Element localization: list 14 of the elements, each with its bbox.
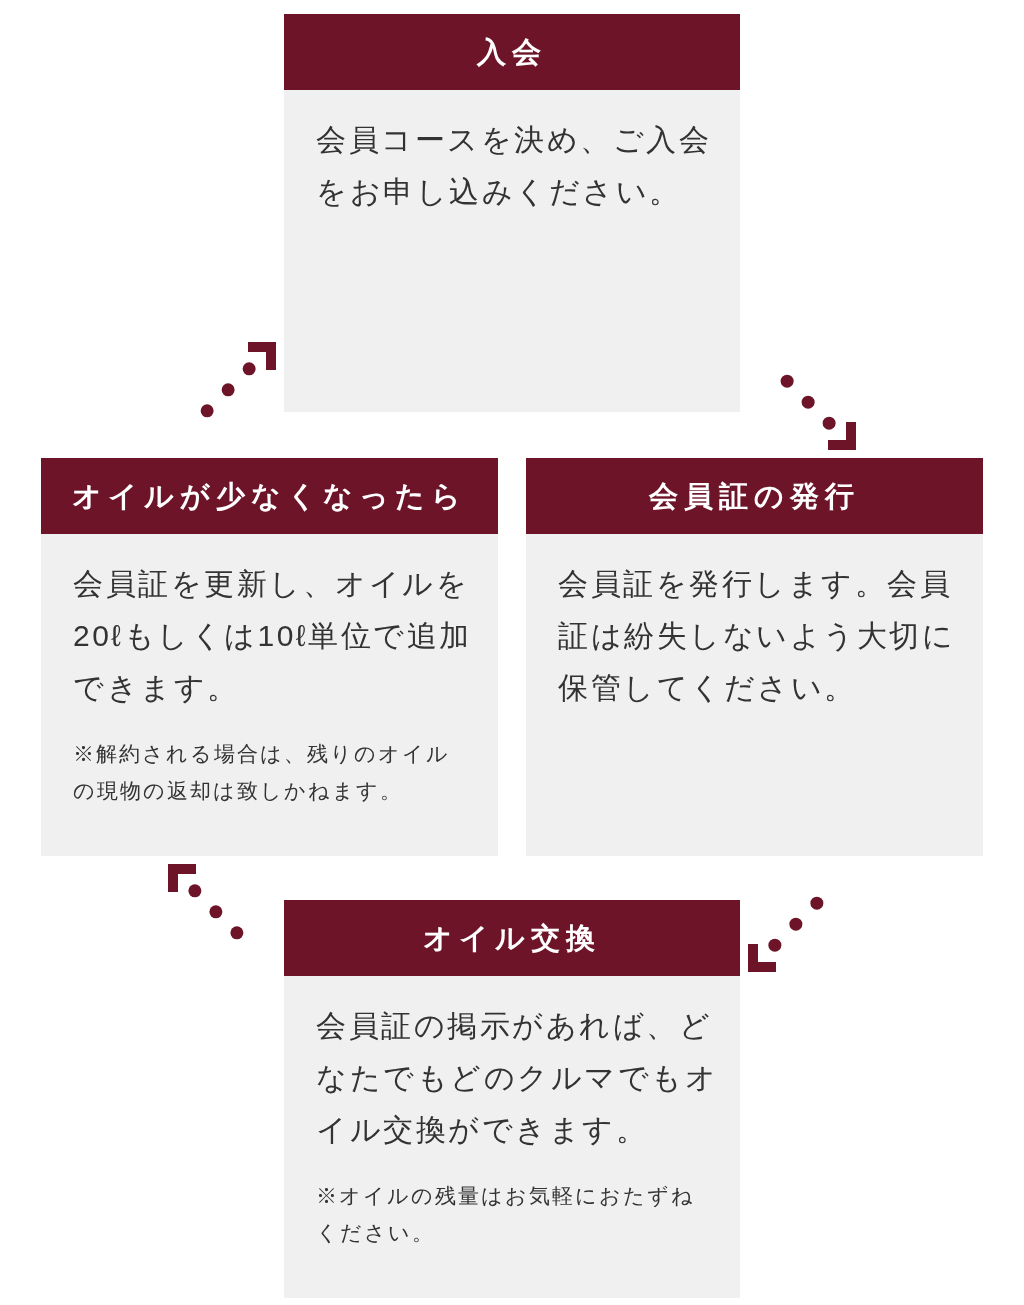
card-header: オイルが少なくなったら [41,458,498,534]
step-card [284,900,740,1298]
step-card [284,14,740,412]
card-text: 会員証の掲示があれば、どなたでもどのクルマでもオイル交換ができます。 [316,1008,719,1148]
card-text: 会員コースを決め、ご入会をお申し込みください。 [316,122,712,210]
card-header: 会員証の発行 [526,458,983,534]
note-text: ※解約される場合は、残りのオイルの現物の返却は致しかねます。 [73,741,451,804]
card-text: 会員証を更新し、オイルを20ℓもしくは10ℓ単位で追加できます。 [73,566,473,706]
card-header: 入会 [284,14,740,90]
step-card [41,458,498,856]
card-header: オイル交換 [284,900,740,976]
step-card [526,458,983,856]
note-text: ※オイルの残量はお気軽におたずねください。 [316,1183,696,1246]
card-text: 会員証を発行します。会員証は紛失しないよう大切に保管してください。 [558,566,956,706]
